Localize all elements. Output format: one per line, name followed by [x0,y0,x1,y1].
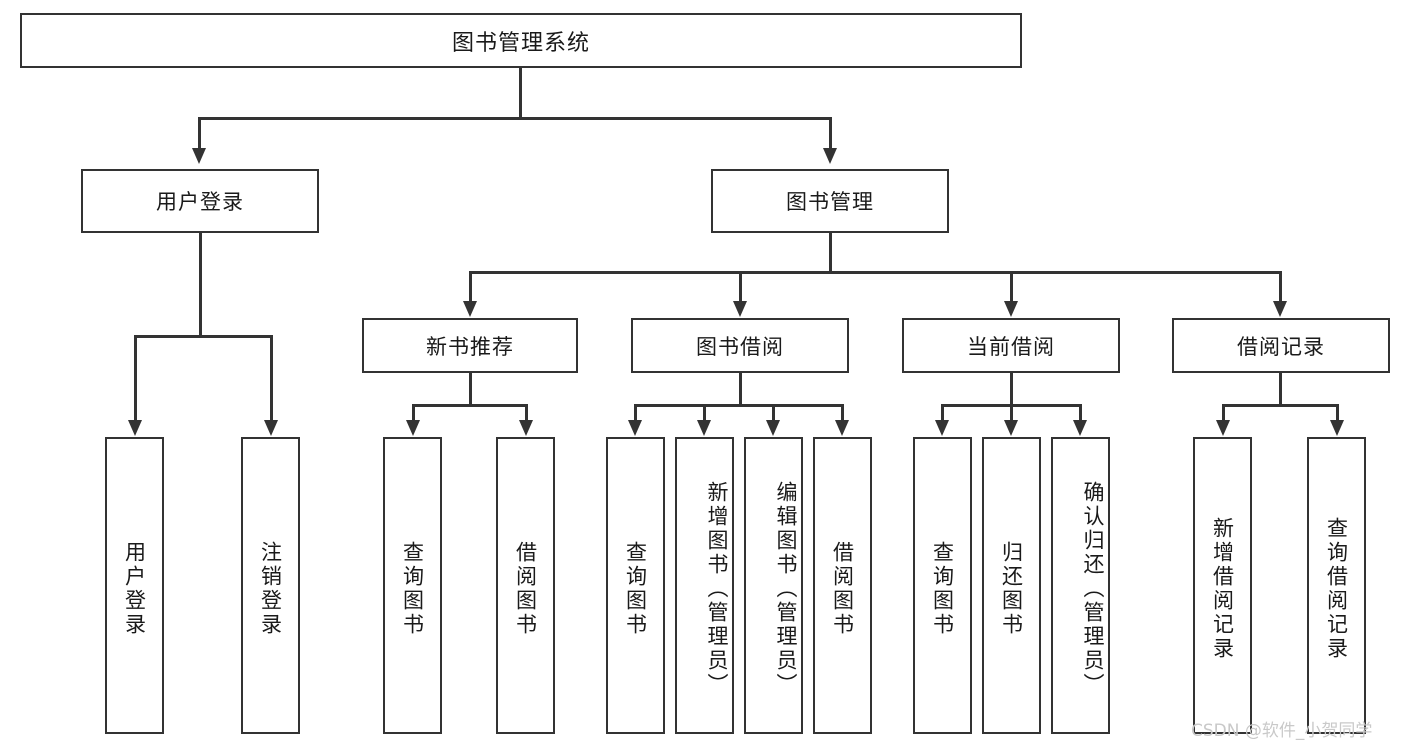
node-label: 借阅图书 [830,540,855,637]
arrow-to-leaf-borrow-book-1 [519,420,533,436]
arrow-to-leaf-add-book [697,420,711,436]
leaf-query-book-recommend[interactable]: 查询图书 [383,437,442,734]
node-label: 借阅记录 [1237,334,1325,359]
node-borrow-record[interactable]: 借阅记录 [1172,318,1390,373]
leaf-query-book-borrow[interactable]: 查询图书 [606,437,665,734]
node-label: 新书推荐 [426,334,514,359]
arrow-to-leaf-query-book-2 [628,420,642,436]
connector-borrow-record-bus [1222,404,1339,407]
connector-new-book-bus [412,404,528,407]
node-label: 查询图书 [930,540,955,637]
connector-level2-drop-2 [739,271,742,302]
connector-user-login-drop-2 [270,335,273,421]
node-label: 新增借阅记录 [1210,516,1235,661]
arrow-to-leaf-logout [264,420,278,436]
connector-current-borrow-stem [1010,373,1013,404]
node-current-borrow[interactable]: 当前借阅 [902,318,1120,373]
connector-new-book-drop-2 [525,404,528,421]
connector-user-login-bus [134,335,272,338]
node-label: 新增图书（管理员） [705,480,729,697]
connector-user-login-stem [199,233,202,335]
leaf-return-book[interactable]: 归还图书 [982,437,1041,734]
connector-current-borrow-drop-1 [941,404,944,421]
connector-borrow-record-drop-1 [1222,404,1225,421]
leaf-confirm-return-admin[interactable]: 确认归还（管理员） [1051,437,1110,734]
node-label: 归还图书 [999,540,1024,637]
arrow-to-user-login [192,148,206,164]
node-label: 用户登录 [156,190,244,214]
node-label: 查询图书 [400,540,425,637]
node-label: 查询图书 [623,540,648,637]
node-label: 当前借阅 [967,334,1055,359]
leaf-logout[interactable]: 注销登录 [241,437,300,734]
arrow-to-leaf-query-book-1 [406,420,420,436]
arrow-to-leaf-add-record [1216,420,1230,436]
leaf-query-borrow-record[interactable]: 查询借阅记录 [1307,437,1366,734]
connector-book-borrow-drop-3 [772,404,775,421]
connector-level1-drop-right [829,117,832,149]
arrow-to-leaf-confirm-return [1073,420,1087,436]
arrow-to-book-borrow [733,301,747,317]
connector-book-borrow-bus [634,404,842,407]
node-book-borrow[interactable]: 图书借阅 [631,318,849,373]
node-label: 图书管理系统 [451,30,590,56]
arrow-to-current-borrow [1004,301,1018,317]
connector-new-book-stem [469,373,472,404]
arrow-to-new-book-recommend [463,301,477,317]
connector-new-book-drop-1 [412,404,415,421]
arrow-to-leaf-query-book-3 [935,420,949,436]
leaf-add-book-admin[interactable]: 新增图书（管理员） [675,437,734,734]
node-root-book-management-system[interactable]: 图书管理系统 [20,13,1022,68]
connector-book-management-stem [829,233,832,271]
leaf-add-borrow-record[interactable]: 新增借阅记录 [1193,437,1252,734]
node-user-login[interactable]: 用户登录 [81,169,319,233]
connector-book-borrow-drop-2 [703,404,706,421]
node-label: 借阅图书 [513,540,538,637]
arrow-to-leaf-user-login [128,420,142,436]
arrow-to-book-management [823,148,837,164]
connector-user-login-drop-1 [134,335,137,421]
connector-level2-bus [469,271,1281,274]
node-label: 编辑图书（管理员） [774,480,798,697]
arrow-to-leaf-query-record [1330,420,1344,436]
connector-current-borrow-drop-2 [1010,404,1013,421]
connector-level1-drop-left [198,117,201,149]
connector-level2-drop-3 [1010,271,1013,302]
node-book-management[interactable]: 图书管理 [711,169,949,233]
connector-book-borrow-drop-1 [634,404,637,421]
connector-root-stem [519,68,522,117]
connector-level2-drop-4 [1279,271,1282,302]
node-new-book-recommend[interactable]: 新书推荐 [362,318,578,373]
arrow-to-borrow-record [1273,301,1287,317]
arrow-to-leaf-return-book [1004,420,1018,436]
leaf-user-login[interactable]: 用户登录 [105,437,164,734]
leaf-edit-book-admin[interactable]: 编辑图书（管理员） [744,437,803,734]
leaf-borrow-book[interactable]: 借阅图书 [813,437,872,734]
leaf-borrow-book-recommend[interactable]: 借阅图书 [496,437,555,734]
connector-level1-bus [198,117,831,120]
connector-borrow-record-stem [1279,373,1282,404]
arrow-to-leaf-borrow-book-2 [835,420,849,436]
connector-book-borrow-drop-4 [841,404,844,421]
leaf-query-book-current[interactable]: 查询图书 [913,437,972,734]
connector-level2-drop-1 [469,271,472,302]
connector-book-borrow-stem [739,373,742,404]
arrow-to-leaf-edit-book [766,420,780,436]
node-label: 用户登录 [122,540,147,637]
node-label: 注销登录 [258,540,283,637]
node-label: 图书管理 [786,190,874,214]
node-label: 查询借阅记录 [1324,516,1349,661]
connector-borrow-record-drop-2 [1336,404,1339,421]
connector-current-borrow-drop-3 [1079,404,1082,421]
node-label: 确认归还（管理员） [1081,480,1105,697]
node-label: 图书借阅 [696,334,784,359]
